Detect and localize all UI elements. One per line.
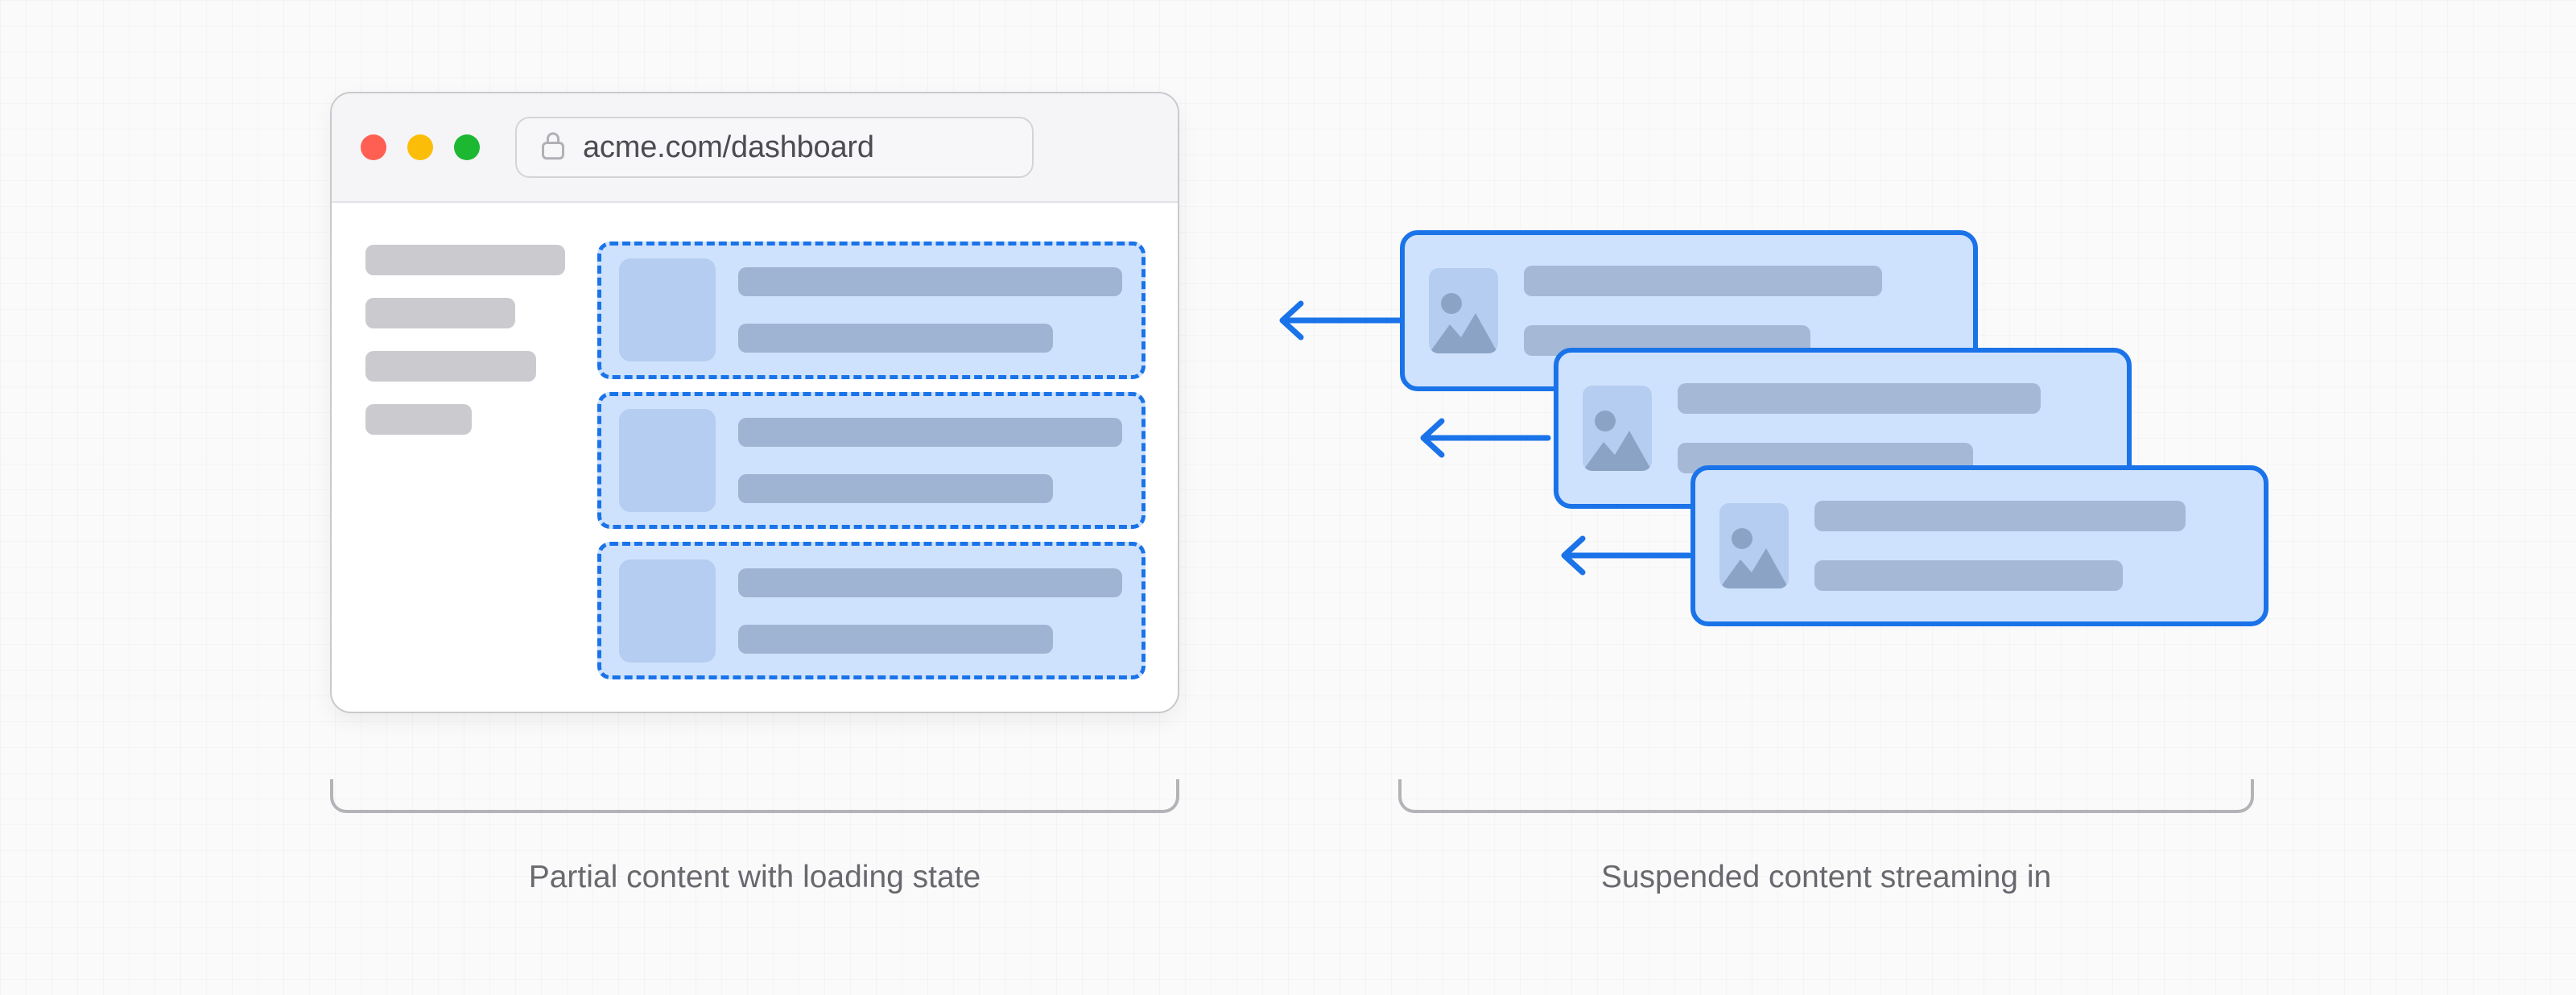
skeleton-line xyxy=(738,267,1122,297)
caption-right: Suspended content streaming in xyxy=(1600,860,2052,894)
skeleton-line xyxy=(738,474,1054,503)
skeleton-bar xyxy=(365,245,565,275)
browser-window: acme.com/dashboard xyxy=(330,92,1179,713)
thumbnail-placeholder xyxy=(619,258,716,362)
traffic-lights xyxy=(361,134,480,160)
close-window-button[interactable] xyxy=(361,134,386,160)
skeleton-line xyxy=(738,324,1054,353)
url-text: acme.com/dashboard xyxy=(583,130,874,164)
skeleton-lines xyxy=(1678,383,2103,473)
lock-icon xyxy=(539,130,567,166)
loading-card xyxy=(597,391,1146,530)
sidebar-skeleton xyxy=(365,237,565,679)
skeleton-line xyxy=(738,418,1122,447)
loading-card xyxy=(597,242,1146,379)
thumbnail-placeholder xyxy=(619,409,716,512)
image-placeholder-icon xyxy=(1583,386,1652,471)
image-placeholder-icon xyxy=(1429,268,1498,353)
skeleton-lines xyxy=(738,418,1122,503)
skeleton-lines xyxy=(1524,266,1949,356)
bracket-left xyxy=(330,779,1179,813)
skeleton-bar xyxy=(365,404,472,435)
loading-card xyxy=(597,542,1146,680)
maximize-window-button[interactable] xyxy=(454,134,480,160)
streaming-cards-group xyxy=(1279,201,2318,733)
skeleton-line xyxy=(1678,383,2041,414)
skeleton-bar xyxy=(365,351,536,382)
stream-arrow-1 xyxy=(1279,300,1410,341)
skeleton-line xyxy=(1524,266,1883,296)
skeleton-lines xyxy=(1814,501,2240,591)
stream-card xyxy=(1690,465,2268,626)
skeleton-line xyxy=(1814,501,2186,531)
loading-content-list xyxy=(597,237,1146,680)
stream-card xyxy=(1400,230,1978,391)
address-bar[interactable]: acme.com/dashboard xyxy=(515,117,1034,178)
skeleton-line xyxy=(738,624,1054,654)
skeleton-line xyxy=(738,568,1122,597)
skeleton-lines xyxy=(738,568,1122,654)
image-placeholder-icon xyxy=(1719,503,1789,588)
stream-arrow-2 xyxy=(1420,418,1551,458)
skeleton-bar xyxy=(365,298,515,328)
browser-titlebar: acme.com/dashboard xyxy=(332,93,1178,203)
browser-viewport xyxy=(332,203,1178,712)
bracket-right xyxy=(1398,779,2254,813)
caption-left: Partial content with loading state xyxy=(528,860,981,894)
skeleton-line xyxy=(1814,560,2123,591)
minimize-window-button[interactable] xyxy=(407,134,433,160)
skeleton-lines xyxy=(738,267,1122,353)
stream-arrow-3 xyxy=(1561,535,1692,576)
thumbnail-placeholder xyxy=(619,559,716,663)
